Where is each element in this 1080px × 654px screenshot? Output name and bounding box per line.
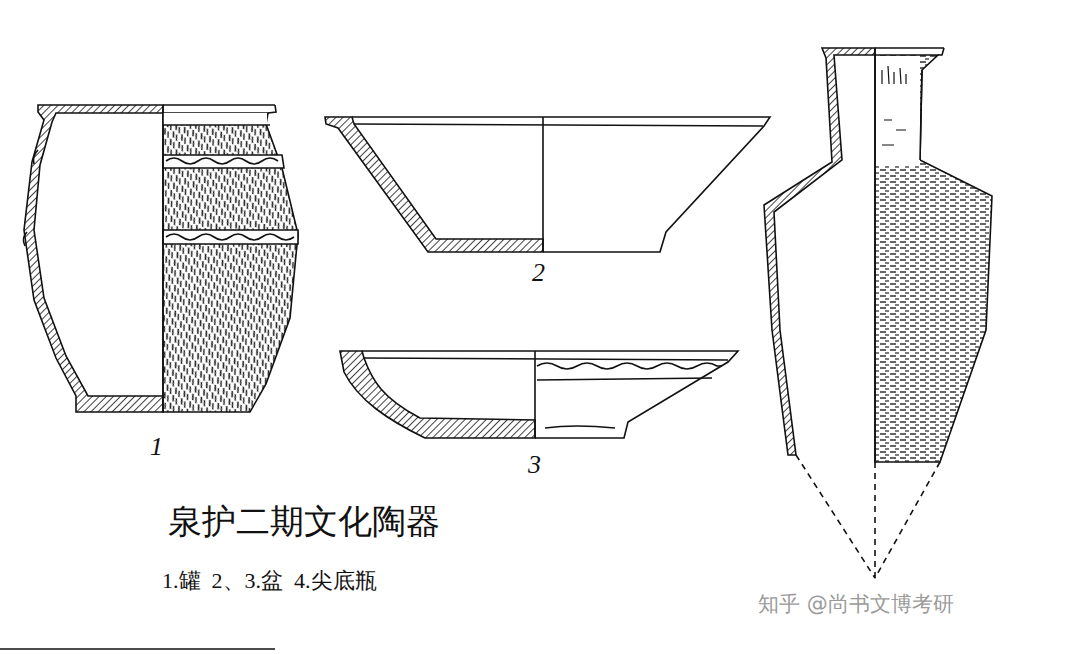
basin-drawing bbox=[340, 351, 738, 438]
center-line bbox=[162, 105, 164, 412]
jar-rim bbox=[163, 104, 275, 106]
jar-neck bbox=[163, 124, 270, 126]
basin-exterior bbox=[535, 351, 738, 438]
basin-rim bbox=[352, 116, 543, 118]
jar-rim bbox=[268, 105, 276, 113]
bottle-drawing bbox=[764, 48, 992, 578]
jar-lug bbox=[23, 150, 38, 246]
figure-number: 3 bbox=[528, 450, 541, 480]
jar-drawing bbox=[23, 105, 298, 412]
figure-number: 1 bbox=[150, 432, 163, 462]
basin-appliqué bbox=[537, 363, 722, 380]
basin-drawing bbox=[325, 117, 770, 252]
bottle-section bbox=[764, 48, 875, 455]
jar-band-twist bbox=[166, 158, 294, 240]
bottle-neck bbox=[876, 56, 920, 166]
page-rule bbox=[0, 648, 275, 650]
figure-caption: 1.罐 2、3.盆 4.尖底瓶 bbox=[162, 568, 377, 593]
figure-title: 泉护二期文化陶器 bbox=[168, 502, 440, 541]
bottle-tip bbox=[796, 455, 940, 578]
center-line bbox=[542, 117, 544, 252]
basin-base-mark bbox=[545, 426, 615, 428]
bottle-rim bbox=[875, 47, 944, 49]
basin-section bbox=[340, 351, 535, 438]
basin-exterior bbox=[543, 117, 770, 252]
bottle-rim bbox=[938, 48, 944, 55]
basin-rim bbox=[354, 124, 764, 126]
bottle-neck-marks bbox=[882, 66, 906, 145]
jar-exterior bbox=[163, 113, 298, 412]
watermark: 知乎 @尚书文博考研 bbox=[758, 592, 954, 616]
bottle-exterior bbox=[875, 55, 992, 462]
jar-neck bbox=[163, 113, 267, 125]
center-line bbox=[874, 48, 876, 462]
figure-number: 2 bbox=[532, 258, 545, 288]
basin-section bbox=[325, 117, 543, 252]
jar-band bbox=[163, 155, 298, 244]
basin-rim bbox=[364, 358, 728, 360]
jar-section bbox=[24, 105, 163, 412]
bottle-neck-line bbox=[920, 70, 922, 160]
center-line bbox=[534, 351, 536, 438]
basin-rim bbox=[362, 350, 535, 352]
